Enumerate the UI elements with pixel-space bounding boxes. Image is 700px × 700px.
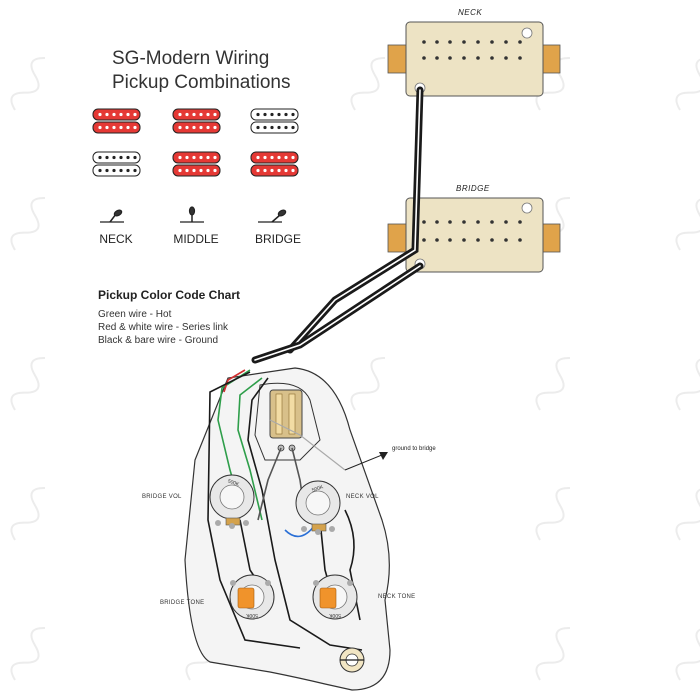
combo-neck-bottom (92, 151, 141, 177)
bridge-pickup (387, 197, 561, 273)
neck-tone-label: NECK TONE (378, 594, 416, 600)
combination-grid (92, 108, 299, 177)
grey-wire (269, 419, 346, 471)
bridge-vol-pot (209, 474, 255, 529)
watermark-icon (10, 627, 46, 681)
watermark-icon (535, 627, 571, 681)
color-chart-entry: Green wire - Hot (98, 309, 172, 320)
red-wire (223, 369, 246, 393)
pot-value-neck-vol: 500K (311, 484, 325, 494)
watermark-icon (675, 57, 700, 111)
watermark-icon (350, 357, 386, 411)
bridge-cable (251, 262, 424, 364)
combo-bridge-bottom (250, 151, 299, 177)
color-chart-entry: Black & bare wire - Ground (98, 335, 219, 346)
diagram-subtitle: Pickup Combinations (112, 72, 291, 93)
color-chart-entry: Red & white wire - Series link (98, 322, 229, 333)
pot-value-neck-tone: 500K (329, 612, 341, 618)
neck-pickup-label: NECK (458, 8, 483, 17)
diagram-title: SG-Modern Wiring (112, 48, 270, 69)
black-wire (247, 377, 363, 651)
bridge-pickup-label: BRIDGE (456, 184, 490, 193)
bridge-tone-pot (229, 574, 275, 620)
watermark-icon (675, 357, 700, 411)
pickup-cables (251, 86, 424, 364)
watermark-icon (675, 197, 700, 251)
bridge-tone-label: BRIDGE TONE (160, 600, 205, 606)
pot-value-bridge-vol: 500K (227, 478, 241, 488)
watermark-icon (350, 57, 386, 111)
combo-middle-top (172, 108, 221, 134)
ground-arrow (344, 452, 388, 471)
ground-callout: ground to bridge (392, 446, 436, 452)
output-jack (339, 647, 365, 673)
toggle-switch (269, 389, 303, 452)
watermark-icon (535, 487, 571, 541)
switch-position-bridge-icon (258, 209, 287, 223)
watermark-icon (10, 487, 46, 541)
watermark-icon (675, 487, 700, 541)
pot-value-bridge-tone: 500K (246, 612, 258, 618)
combo-neck-top (92, 108, 141, 134)
combo-bridge-top (250, 108, 299, 134)
black-wire (344, 509, 361, 621)
tone-capacitor (319, 587, 337, 609)
watermark-icon (10, 197, 46, 251)
tone-capacitor (237, 587, 255, 609)
neck-pickup (387, 21, 561, 97)
switch-position-middle-icon (180, 206, 204, 223)
combo-middle-bottom (172, 151, 221, 177)
position-label-bridge: BRIDGE (254, 232, 301, 246)
watermark-icon (675, 627, 700, 681)
watermark-icon (535, 357, 571, 411)
neck-tone-pot (312, 574, 358, 620)
neck-vol-label: NECK VOL (346, 494, 379, 500)
switch-lead (257, 447, 282, 521)
position-label-neck: NECK (99, 232, 133, 246)
switch-position-neck-icon (100, 209, 124, 223)
watermark-icon (10, 357, 46, 411)
neck-vol-pot (295, 480, 341, 535)
green-wire (237, 377, 263, 521)
color-chart-title: Pickup Color Code Chart (98, 288, 241, 302)
position-label-middle: MIDDLE (173, 232, 219, 246)
black-wire (207, 371, 301, 649)
watermark-icon (10, 57, 46, 111)
bridge-vol-label: BRIDGE VOL (142, 494, 182, 500)
